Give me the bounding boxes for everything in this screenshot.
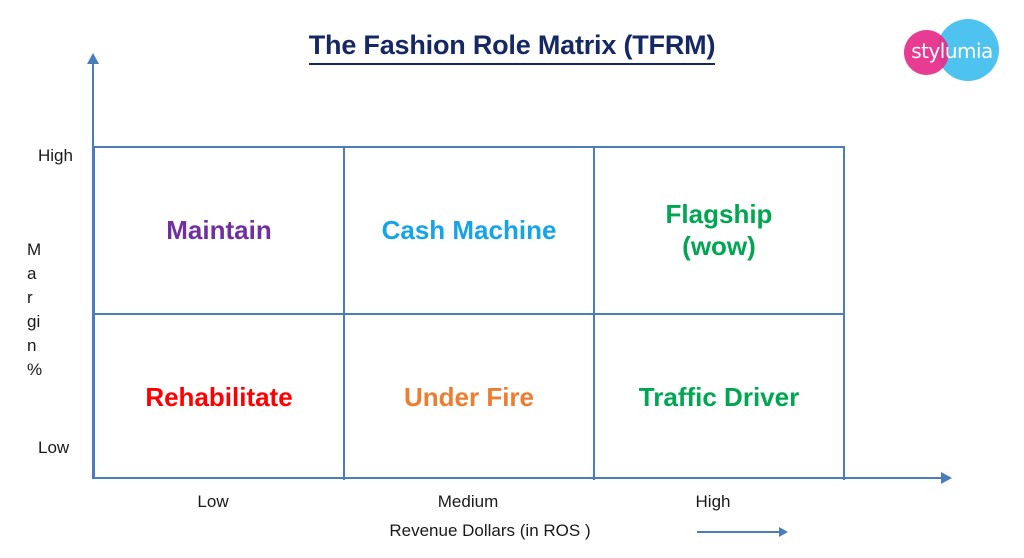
matrix-cell-traffic-driver[interactable]: Traffic Driver — [595, 315, 845, 480]
y-axis-arrow-icon — [87, 53, 99, 64]
x-axis-arrow-icon — [941, 472, 952, 484]
y-axis-title-letter: gi — [27, 312, 41, 331]
matrix-cell-maintain[interactable]: Maintain — [95, 148, 345, 315]
matrix-grid: Maintain Cash Machine Flagship (wow) Reh… — [93, 146, 845, 480]
y-axis-title-letter: a — [27, 264, 37, 283]
x-axis-direction-arrow-icon — [697, 527, 788, 537]
logo-wordmark: stylumia — [911, 39, 993, 63]
y-axis-title-letter: n — [27, 336, 37, 355]
y-axis-title: M a r gi n % — [27, 238, 53, 382]
x-axis-tick-medium: Medium — [437, 492, 499, 511]
x-axis-title: Revenue Dollars (in ROS ) — [389, 521, 591, 540]
page-title-text: The Fashion Role Matrix (TFRM) — [308, 30, 715, 65]
matrix-cell-rehabilitate[interactable]: Rehabilitate — [95, 315, 345, 480]
x-axis-tick-low: Low — [197, 492, 229, 511]
logo-pink-circle-icon — [904, 30, 949, 75]
x-axis-tick-high: High — [695, 492, 731, 511]
y-axis-title-letter: M — [27, 240, 42, 259]
y-axis-title-letter: r — [27, 288, 33, 307]
y-axis-title-letter: % — [27, 360, 43, 379]
matrix-cell-under-fire[interactable]: Under Fire — [345, 315, 595, 480]
stylumia-logo: stylumia — [897, 17, 1007, 85]
page-title: The Fashion Role Matrix (TFRM) — [0, 30, 1024, 65]
matrix-cell-cash-machine[interactable]: Cash Machine — [345, 148, 595, 315]
y-axis-tick-high: High — [38, 146, 73, 165]
x-axis-line — [92, 477, 943, 479]
matrix-cell-flagship[interactable]: Flagship (wow) — [595, 148, 845, 315]
y-axis-tick-low: Low — [38, 438, 70, 457]
